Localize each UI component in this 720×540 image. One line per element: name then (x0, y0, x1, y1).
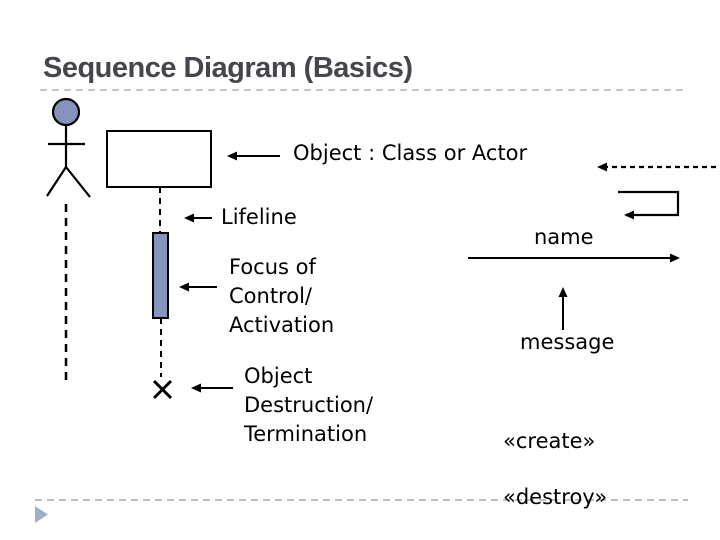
destroy-stereotype-label: «destroy» (503, 485, 608, 509)
message-label: message (520, 330, 615, 354)
lifeline-label: Lifeline (221, 205, 297, 229)
self-message-arrow (618, 190, 680, 220)
slide-footer-arrow-icon (35, 506, 48, 523)
object-destruction-label: Object Destruction/ Termination (244, 364, 374, 446)
page-title: Sequence Diagram (Basics) (43, 52, 413, 84)
actor-icon (46, 97, 91, 198)
object-box (106, 130, 212, 188)
activation-bar (152, 232, 169, 319)
message-name-label: name (534, 225, 594, 249)
actor-head (51, 97, 81, 127)
stereotype-labels: «create» «destroy» (503, 399, 607, 539)
destruction-x-icon (152, 379, 173, 400)
focus-of-control-label: Focus of Control/ Activation (229, 255, 335, 337)
create-stereotype-label: «create» (503, 429, 596, 453)
object-label: Object : Class or Actor (293, 141, 528, 165)
